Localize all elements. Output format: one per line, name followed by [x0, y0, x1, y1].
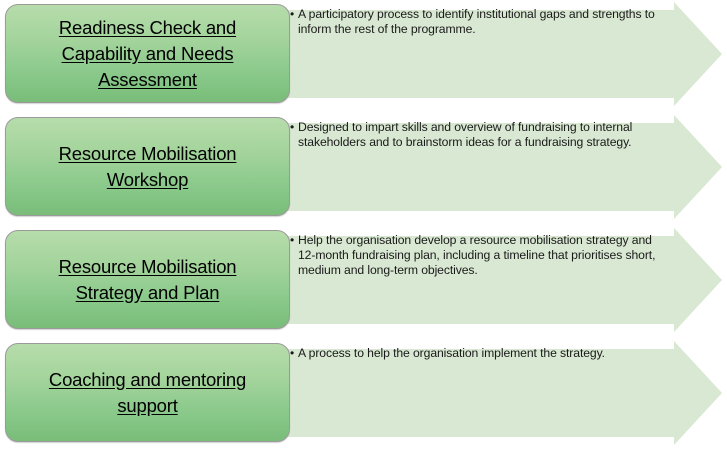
process-row: • A process to help the organisation imp…: [0, 341, 727, 446]
bullet-icon: •: [290, 7, 295, 21]
description-text: Help the organisation develop a resource…: [298, 233, 656, 278]
arrow-description-3: • Help the organisation develop a resour…: [290, 233, 668, 279]
stage-label: Resource Mobilisation Strategy and Plan: [58, 255, 237, 303]
bullet-icon: •: [290, 233, 295, 247]
right-arrow-icon: [286, 228, 722, 332]
arrow-description-4: • A process to help the organisation imp…: [290, 346, 668, 361]
arrow-shape-2: • Designed to impart skills and overview…: [286, 115, 727, 220]
right-arrow-icon: [286, 115, 722, 219]
stage-label: Resource Mobilisation Workshop: [58, 142, 237, 190]
stage-box-1[interactable]: Readiness Check and Capability and Needs…: [5, 4, 290, 103]
process-row: • Help the organisation develop a resour…: [0, 228, 727, 333]
arrow-description-2: • Designed to impart skills and overview…: [290, 120, 668, 150]
arrow-shape-3: • Help the organisation develop a resour…: [286, 228, 727, 333]
process-row: • A participatory process to identify in…: [0, 2, 727, 107]
arrow-description-1: • A participatory process to identify in…: [290, 7, 668, 37]
arrow-shape-4: • A process to help the organisation imp…: [286, 341, 727, 446]
description-text: A process to help the organisation imple…: [298, 346, 605, 360]
stage-box-2[interactable]: Resource Mobilisation Workshop: [5, 117, 290, 216]
stage-box-3[interactable]: Resource Mobilisation Strategy and Plan: [5, 230, 290, 329]
description-text: Designed to impart skills and overview o…: [298, 120, 633, 150]
stage-box-4[interactable]: Coaching and mentoring support: [5, 343, 290, 442]
stage-label: Coaching and mentoring support: [48, 368, 247, 416]
description-text: A participatory process to identify inst…: [298, 7, 655, 37]
right-arrow-icon: [286, 341, 722, 445]
right-arrow-icon: [286, 2, 722, 106]
bullet-icon: •: [290, 120, 295, 134]
bullet-icon: •: [290, 346, 295, 360]
arrow-shape-1: • A participatory process to identify in…: [286, 2, 727, 107]
process-row: • Designed to impart skills and overview…: [0, 115, 727, 220]
stage-label: Readiness Check and Capability and Needs…: [58, 16, 237, 90]
